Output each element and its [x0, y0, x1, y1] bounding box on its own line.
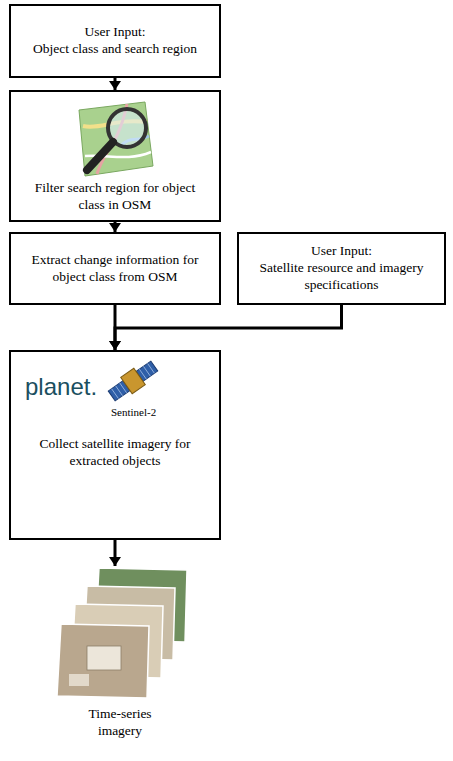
process-box: Extract change information for object cl… [9, 232, 221, 305]
box-text: Satellite resource and imagery specifica… [251, 260, 432, 294]
process-box: planet. Sentinel-2Collect satellite image… [9, 350, 221, 540]
planet-logo-text: planet. [25, 372, 97, 402]
box-text: Collect satellite imagery for extracted … [29, 436, 201, 470]
connector-line [115, 305, 342, 350]
sentinel-label: Sentinel-2 [111, 406, 156, 420]
input-box: User Input:Object class and search regio… [9, 4, 221, 78]
imagery-stack: Time-series imagery [50, 566, 190, 751]
box-text: User Input: [84, 24, 145, 41]
connector [109, 540, 121, 566]
connector [109, 305, 342, 350]
arrowhead [109, 341, 121, 350]
box-text: Filter search region for object class in… [23, 180, 207, 214]
osm-logo [67, 96, 167, 182]
box-text: Object class and search region [33, 41, 197, 58]
arrowhead [109, 81, 121, 90]
process-box: Filter search region for object class in… [9, 90, 221, 222]
box-text: User Input: [311, 243, 372, 260]
arrowhead [109, 223, 121, 232]
input-box: User Input:Satellite resource and imager… [237, 232, 446, 305]
caption-text: Time-series imagery [75, 706, 165, 740]
imagery-stack-illustration [50, 566, 190, 702]
satellite-icon [105, 358, 161, 404]
arrowhead [109, 341, 121, 350]
box-text: Extract change information for object cl… [29, 252, 201, 286]
arrowhead [109, 557, 121, 566]
connector [109, 222, 121, 232]
connector [109, 78, 121, 90]
